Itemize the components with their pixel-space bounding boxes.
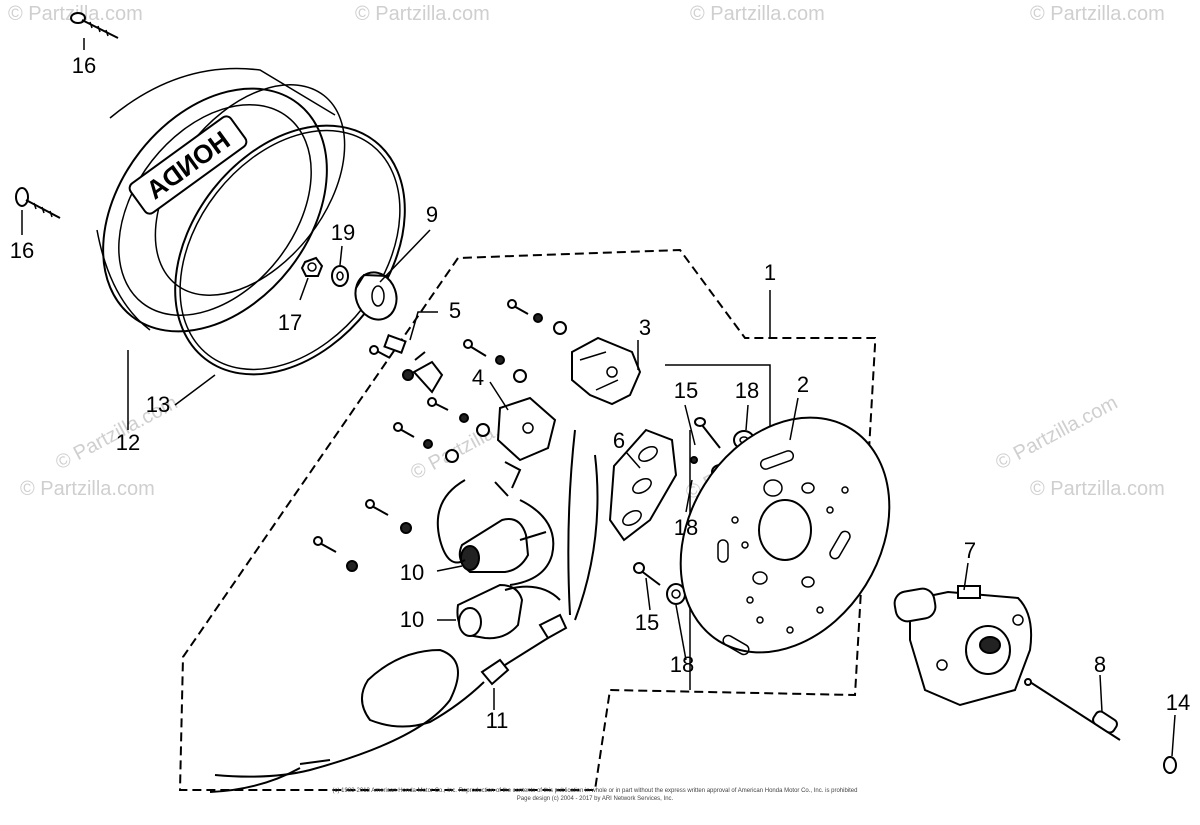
assembly-boundary	[178, 248, 876, 791]
callout-6: 6	[613, 428, 625, 453]
callout-19: 19	[331, 220, 355, 245]
wiring-harness	[209, 429, 599, 793]
callout-13: 13	[146, 392, 170, 417]
callout-9: 9	[426, 202, 438, 227]
callout-5: 5	[449, 298, 461, 323]
contact-breaker-3	[571, 336, 642, 406]
callout-10-upper: 10	[400, 560, 424, 585]
callout-14: 14	[1166, 690, 1190, 715]
callout-17: 17	[278, 310, 302, 335]
callout-18-lower: 18	[670, 652, 694, 677]
contact-breaker-4	[494, 396, 557, 497]
watermark: © Partzilla.com	[1030, 3, 1165, 25]
callout-16-top: 16	[72, 53, 96, 78]
callout-labels: 1 2 3 4 5 6 7 8 9 10 10 11 12 13 14 15 1…	[10, 53, 1190, 733]
watermark: © Partzilla.com	[20, 478, 155, 500]
callout-1: 1	[764, 260, 776, 285]
callout-15-lower: 15	[635, 610, 659, 635]
copyright-line-1: (c) 1983-2013 American Honda Motor Co., …	[333, 788, 858, 794]
lead-clip-5	[412, 351, 444, 394]
screw-16-left	[15, 187, 61, 219]
callout-4: 4	[472, 365, 484, 390]
washer-19	[331, 265, 349, 287]
watermark: © Partzilla.com	[992, 392, 1121, 475]
condenser-10-upper	[458, 518, 547, 573]
bolt-15-lower	[633, 562, 661, 586]
callout-7: 7	[964, 538, 976, 563]
callout-8: 8	[1094, 652, 1106, 677]
callout-16-left: 16	[10, 238, 34, 263]
grommet-9	[354, 271, 398, 321]
point-cover: HONDA	[96, 67, 346, 333]
watermark: © Partzilla.com	[355, 3, 490, 25]
condenser-10-lower	[456, 583, 561, 640]
callout-15-upper: 15	[674, 378, 698, 403]
rod-8	[1024, 678, 1121, 741]
callout-18-upper: 18	[735, 378, 759, 403]
screw-16-top	[70, 12, 119, 39]
o-ring-14	[1163, 756, 1177, 774]
bolt-15-upper	[694, 417, 721, 449]
callout-11: 11	[486, 708, 509, 733]
watermark: © Partzilla.com	[1030, 478, 1165, 500]
callout-10-lower: 10	[400, 607, 424, 632]
callout-12: 12	[116, 430, 140, 455]
callout-2: 2	[797, 372, 809, 397]
breaker-plate-6	[608, 428, 678, 542]
callout-3: 3	[639, 315, 651, 340]
nut-17	[300, 256, 324, 277]
leader-lines	[21, 38, 1176, 757]
base-plate-2	[679, 416, 891, 656]
watermark: © Partzilla.com	[690, 3, 825, 25]
copyright-line-2: Page design (c) 2004 - 2017 by ARI Netwo…	[517, 796, 674, 802]
callout-18-middle: 18	[674, 515, 698, 540]
breaker-housing-7	[893, 585, 1033, 707]
screws-set	[313, 299, 567, 572]
